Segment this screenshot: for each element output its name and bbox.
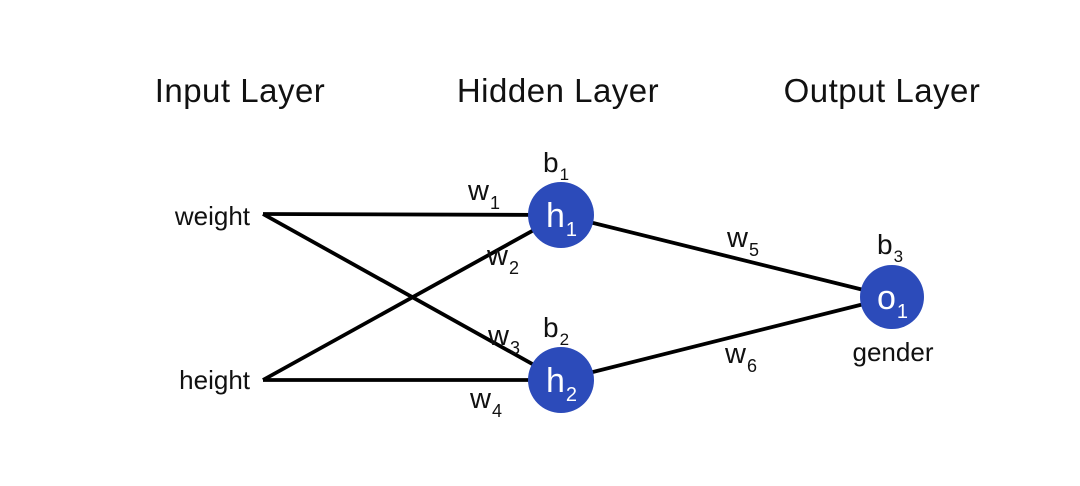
edge-h2-o1	[560, 295, 893, 382]
node-label-h2: h2	[546, 362, 577, 406]
input-label-height: height	[179, 365, 251, 395]
weight-label-w4: w4	[469, 383, 502, 421]
weight-label-w2: w2	[486, 240, 519, 278]
output-label-gender: gender	[853, 337, 934, 367]
hidden-node-h2	[528, 347, 594, 413]
bias-label-b3: b3	[877, 229, 903, 266]
bias-label-b2: b2	[543, 312, 569, 349]
weight-label-w6: w6	[724, 338, 757, 376]
node-label-h1: h1	[546, 197, 577, 241]
hidden-node-h1	[528, 182, 594, 248]
edge-h1-o1	[560, 213, 893, 299]
weight-label-w5: w5	[726, 222, 759, 260]
bias-label-b1: b1	[543, 147, 569, 184]
edge-weight-h2	[262, 212, 562, 382]
output-layer-title: Output Layer	[784, 72, 981, 109]
edge-weight-h1	[262, 212, 562, 217]
weight-label-w1: w1	[467, 175, 500, 213]
input-layer-title: Input Layer	[155, 72, 326, 109]
output-node-o1	[860, 265, 924, 329]
input-label-weight: weight	[174, 201, 251, 231]
weight-label-w3: w3	[487, 320, 520, 358]
node-label-o1: o1	[877, 279, 908, 323]
hidden-layer-title: Hidden Layer	[457, 72, 659, 109]
